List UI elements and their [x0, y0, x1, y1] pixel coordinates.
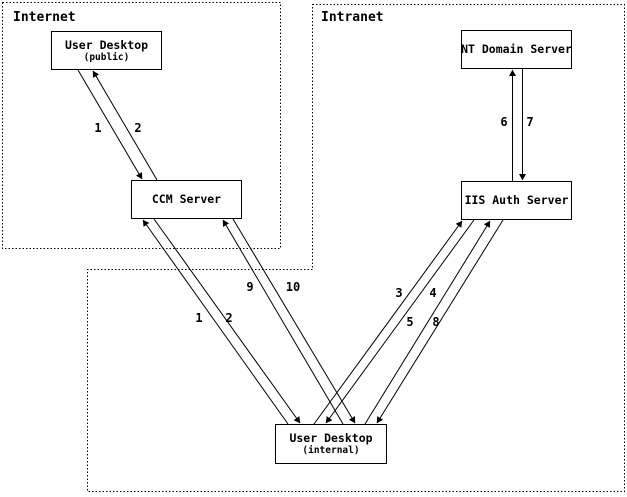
node-title: User Desktop: [64, 37, 149, 52]
node-iis-auth-server: IIS Auth Server: [461, 181, 572, 220]
node-subtitle: (internal): [302, 445, 360, 456]
intranet-region-outline: [87, 4, 625, 492]
edge-label-9: 9: [246, 280, 254, 294]
internet-region-outline: [2, 2, 281, 249]
edge-line-9-internal-to-ccm: [222, 219, 344, 425]
edge-line-4-iis-to-internal: [325, 219, 475, 424]
node-title: User Desktop: [289, 431, 373, 445]
node-nt-domain-server: NT Domain Server: [461, 30, 572, 69]
intranet-region-label: Intranet: [321, 10, 384, 25]
edge-label-4: 4: [429, 286, 437, 300]
edge-label-1-internal: 1: [195, 311, 203, 325]
edge-line-1-internal-to-ccm: [142, 219, 289, 425]
node-title: NT Domain Server: [461, 42, 572, 56]
edge-line-2-ccm-to-internal: [153, 218, 301, 424]
edge-line-5-internal-to-iis: [364, 220, 491, 425]
edge-label-1-public: 1: [94, 121, 102, 135]
node-user-desktop-internal: User Desktop (internal): [275, 424, 387, 464]
edge-label-5: 5: [406, 315, 414, 329]
edge-label-8: 8: [432, 315, 440, 329]
edge-label-7: 7: [526, 115, 534, 129]
edge-line-3-internal-to-iis: [313, 220, 463, 425]
node-title: IIS Auth Server: [464, 193, 569, 207]
edge-label-6: 6: [500, 115, 508, 129]
edge-label-2-public: 2: [134, 121, 142, 135]
edge-line-1-public-to-ccm: [77, 69, 143, 180]
node-subtitle: (public): [83, 51, 130, 63]
edge-line-10-ccm-to-internal: [232, 218, 356, 424]
edge-label-2-internal: 2: [225, 311, 233, 325]
edge-line-8-iis-to-internal: [376, 219, 504, 424]
edge-label-10: 10: [285, 280, 301, 294]
internet-region-label: Internet: [13, 10, 76, 25]
node-user-desktop-public: User Desktop (public): [51, 31, 162, 70]
node-title: CCM Server: [151, 192, 222, 206]
edge-line-2-ccm-to-public: [92, 70, 158, 181]
edge-label-3: 3: [395, 286, 403, 300]
node-ccm-server: CCM Server: [131, 180, 242, 219]
